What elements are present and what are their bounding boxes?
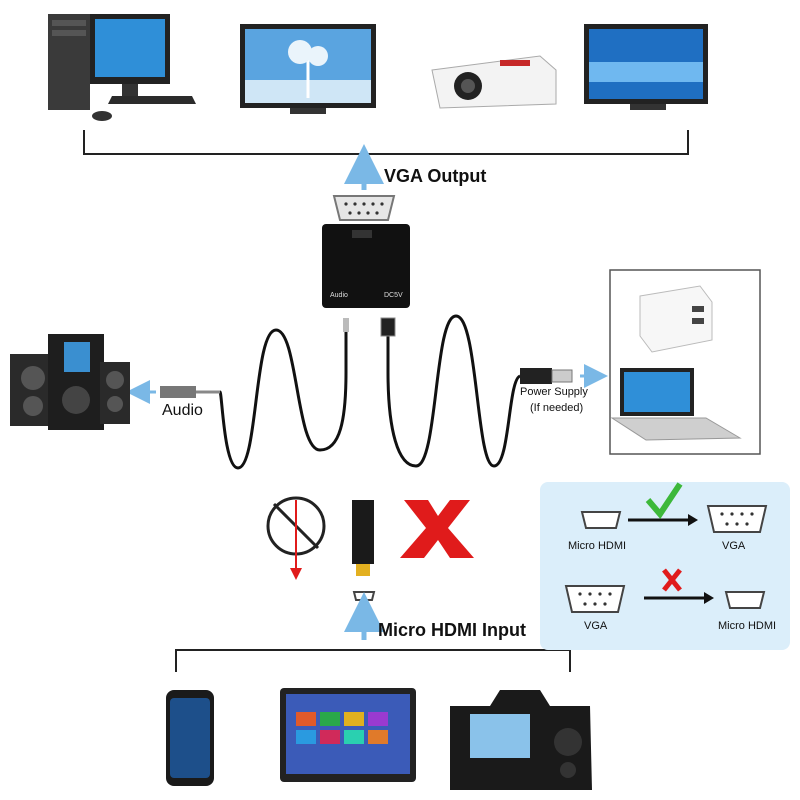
compat-row1-source: Micro HDMI xyxy=(568,540,627,552)
tv-icon xyxy=(240,24,376,114)
smartphone-icon xyxy=(166,690,214,786)
power-supply-frame xyxy=(609,269,761,455)
usb-plug-icon xyxy=(520,368,573,384)
vga-port-icon xyxy=(564,585,626,613)
micro-hdmi-port-icon xyxy=(580,511,622,529)
projector-icon xyxy=(431,55,557,109)
desktop-pc-icon xyxy=(48,14,196,121)
micro-hdmi-port-icon xyxy=(352,591,376,601)
power-supply-note: (If needed) xyxy=(530,402,584,414)
micro-hdmi-port-icon xyxy=(724,591,766,609)
small-cross-icon xyxy=(662,568,682,592)
adapter-box xyxy=(322,224,410,308)
vga-connector-icon xyxy=(332,195,396,221)
audio-plug-icon xyxy=(343,318,349,332)
dc5v-port-label: DC5V xyxy=(384,292,403,299)
micro-usb-plug-icon xyxy=(380,317,396,337)
power-supply-label: Power Supply xyxy=(520,386,588,398)
audio-port-label: Audio xyxy=(330,292,348,299)
power-cable xyxy=(386,314,522,468)
vga-output-label: VGA Output xyxy=(384,166,487,186)
audio-cable xyxy=(218,328,348,470)
audio-jack-body-icon xyxy=(160,386,196,398)
micro-hdmi-input-label: Micro HDMI Input xyxy=(378,620,526,640)
micro-hdmi-plug-icon xyxy=(352,500,374,576)
monitor-icon xyxy=(584,24,708,110)
no-reverse-icon xyxy=(266,496,326,580)
usb-charger-icon xyxy=(639,285,713,353)
compat-row2-source: VGA xyxy=(584,620,608,632)
speakers-icon xyxy=(10,334,130,430)
tablet-icon xyxy=(280,688,416,782)
big-cross-icon xyxy=(400,500,474,558)
audio-label: Audio xyxy=(162,402,203,419)
vga-port-icon xyxy=(706,505,768,533)
check-icon xyxy=(645,482,683,519)
camera-icon xyxy=(450,690,592,790)
compat-panel xyxy=(540,482,790,650)
compat-row2-target: Micro HDMI xyxy=(718,620,777,632)
laptop-icon xyxy=(610,368,742,441)
compat-row1-target: VGA xyxy=(722,540,746,552)
